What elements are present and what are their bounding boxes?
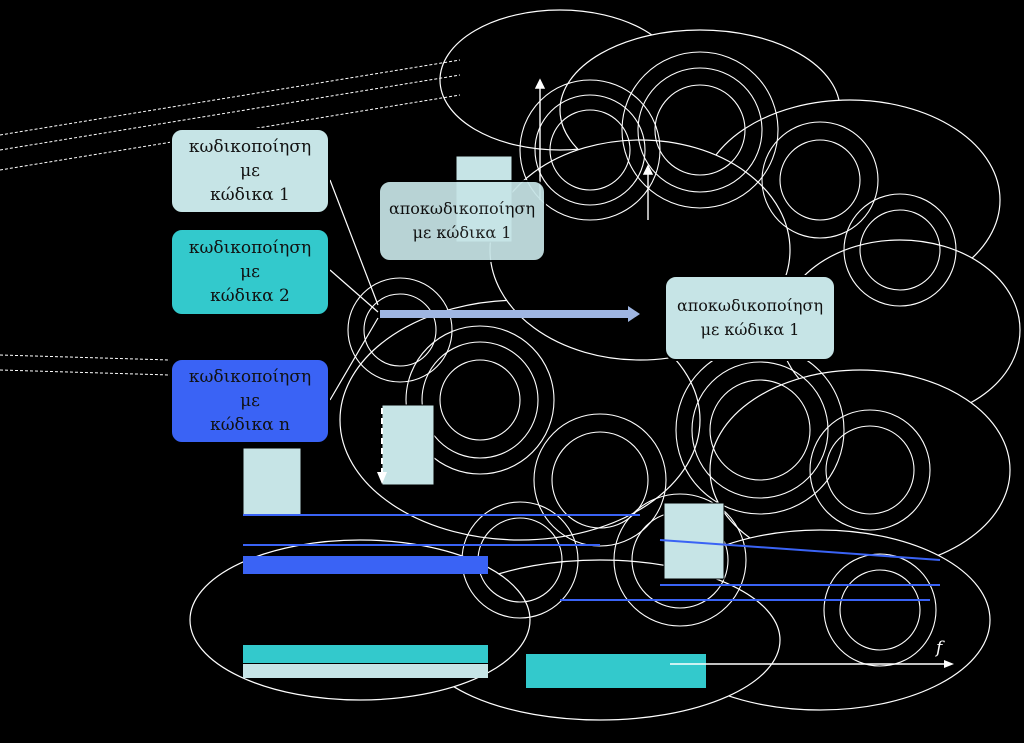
encoder-box-1: κωδικοποίηση με κώδικα 1 [170, 128, 330, 214]
encoder-n-line1: κωδικοποίηση με [188, 367, 312, 411]
spectrum-block-left [242, 447, 302, 517]
encoder-n-line2: κώδικα n [210, 415, 290, 435]
dashed-arrow-head [377, 472, 387, 484]
connector-lines [329, 179, 379, 401]
arrows [534, 78, 654, 220]
band-lines [243, 514, 941, 601]
decoder-box: αποκωδικοποίηση με κώδικα 1 [664, 275, 836, 361]
cloud-shape [189, 9, 1021, 721]
signal-band [380, 310, 630, 318]
band-blue [243, 556, 488, 574]
frequency-axis-label: f [936, 638, 943, 658]
band-teal [243, 645, 488, 663]
encoder-2-line2: κώδικα 2 [210, 286, 290, 306]
decoder-ghost-line2: με κώδικα 1 [412, 223, 512, 242]
axis-arrow-head [944, 660, 954, 668]
arrow-head [628, 306, 640, 322]
band-teal-right [526, 654, 706, 688]
encoder-1-line1: κωδικοποίηση με [188, 137, 312, 181]
decoder-ghost-line1: αποκωδικοποίηση [388, 199, 536, 218]
encoder-1-line2: κώδικα 1 [210, 185, 290, 205]
shadow-streaks [0, 59, 461, 376]
encoder-box-2: κωδικοποίηση με κώδικα 2 [170, 228, 330, 316]
spectrum-block-middle [381, 404, 435, 486]
decoder-line1: αποκωδικοποίηση [676, 296, 824, 315]
decoder-box-ghost: αποκωδικοποίηση με κώδικα 1 [378, 180, 546, 262]
encoder-box-n: κωδικοποίηση με κώδικα n [170, 358, 330, 444]
encoder-2-line1: κωδικοποίηση με [188, 238, 312, 282]
decoder-line2: με κώδικα 1 [700, 320, 800, 339]
band-light [243, 664, 488, 678]
